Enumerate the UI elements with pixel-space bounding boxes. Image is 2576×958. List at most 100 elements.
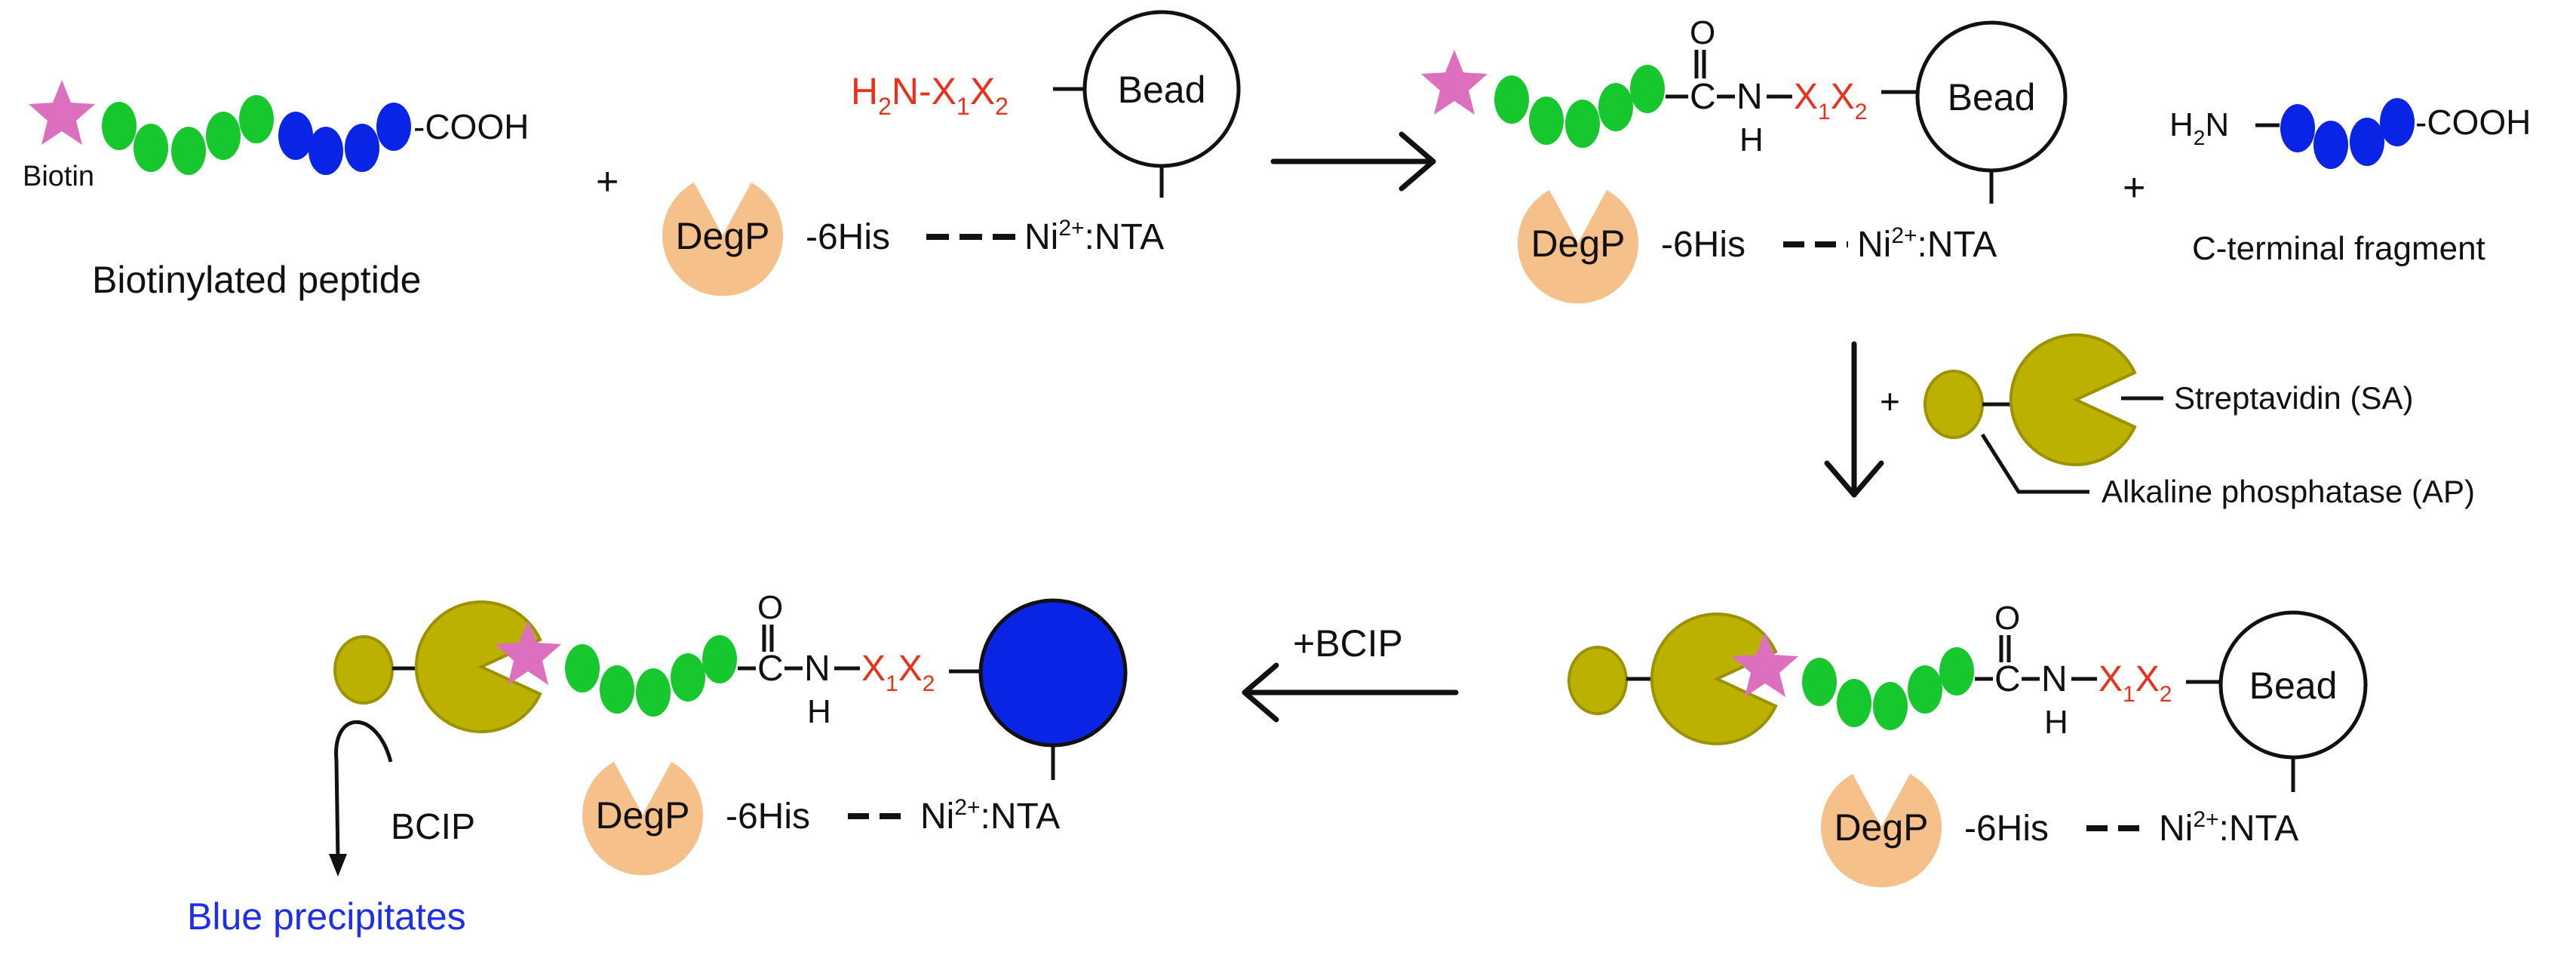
arrow-right-icon [1270,131,1436,192]
green-residue [1630,65,1665,113]
green-residue [565,644,600,692]
amine-linker-label: H2N-X1X2 [851,70,1009,120]
alkaline-phosphatase-icon [1567,646,1628,715]
biotinylated-peptide-label: Biotinylated peptide [92,259,421,301]
carbonyl-oxygen: O [757,589,783,626]
bcip-label: BCIP [391,807,475,847]
bcip-reagent-label: +BCIP [1293,622,1403,665]
arrow-down-icon [1824,341,1884,498]
green-residue [1908,665,1942,714]
streptavidin-label: Streptavidin (SA) [2174,380,2413,416]
green-residue [1837,679,1871,727]
alkaline-phosphatase-icon [1924,370,1984,439]
blue-residue [345,124,379,172]
arrow-left-icon [1242,662,1459,723]
green-residue [1598,83,1633,131]
amide-nitrogen: N [2041,659,2068,699]
amide-hydrogen: H [1739,121,1764,158]
x1x2-residues: X1X2 [2099,659,2172,707]
cooh-label: -COOH [413,107,529,146]
green-residue [671,653,705,702]
green-residue [1802,658,1837,706]
degp-label: DegP [1834,806,1928,849]
green-residue [134,124,168,172]
biotinylated-peptide: Biotin -COOH Biotinylated peptide [23,80,529,301]
green-residue [1939,647,1974,695]
x1x2-residues: X1X2 [861,649,935,696]
carbonyl-carbon: C [1690,77,1716,117]
carbonyl-oxygen: O [1690,14,1715,51]
carbonyl-carbon: C [1994,659,2021,699]
biotin-star-icon [29,80,95,145]
blue-residues [278,103,411,175]
bead-label: Bead [1118,69,1206,111]
curved-arrow-icon [334,720,393,861]
plus-sign: + [596,160,619,204]
bead-label: Bead [1948,76,2036,118]
alkaline-phosphatase-label: Alkaline phosphatase (AP) [2102,474,2475,509]
blue-residue [2313,121,2348,169]
bcip-conversion: BCIP Blue precipitates [187,720,475,938]
fragment-amine-label: H2N [2169,106,2229,149]
green-residue [1565,100,1600,148]
bead-label: Bead [2249,665,2338,707]
blue-residue [2350,118,2384,166]
biotin-star-icon [1421,50,1488,115]
blue-precipitates-label: Blue precipitates [187,895,466,938]
ni-nta-label: Ni2+:NTA [2159,807,2298,849]
green-residue [600,665,634,714]
degp-label: DegP [1531,223,1625,265]
c-terminal-fragment-label: C-terminal fragment [2192,230,2485,267]
blue-bead [978,598,1128,748]
green-residue [702,635,737,683]
blue-residue [309,127,343,175]
green-residue [239,95,274,143]
carbonyl-carbon: C [757,649,784,689]
amide-nitrogen: N [1736,77,1763,117]
bead-degp-complex: H2N-X1X2 Bead DegP -6His Ni2+:NTA [662,10,1241,296]
blue-residue [2280,104,2315,152]
c-terminal-fragment: H2N -COOH C-terminal fragment [2169,98,2531,267]
green-residue [1873,682,1908,730]
ni-nta-label: Ni2+:NTA [1857,223,1997,265]
fragment-cooh-label: -COOH [2415,103,2531,142]
degp-label: DegP [595,794,689,837]
amide-nitrogen: N [804,649,831,689]
cleavage-product-complex: C O N H X1X2 Bead DegP -6His Ni2+:NTA [1421,14,2068,304]
green-residue [171,127,206,175]
his-tag-label: -6His [806,217,890,257]
green-residue [1494,75,1529,124]
amide-hydrogen: H [807,693,831,730]
green-residue [102,102,137,150]
plus-sign: + [2123,166,2145,210]
amide-hydrogen: H [2044,704,2068,741]
green-residue [636,668,671,717]
green-residue [206,112,241,160]
blue-residue [376,103,411,151]
plus-sign: + [1880,382,1900,421]
blue-bead-complex: C O N H X1X2 DegP -6His Ni2+:NTA [333,589,1128,876]
x1x2-residues: X1X2 [1794,77,1867,124]
ni-nta-label: Ni2+:NTA [920,795,1060,837]
his-tag-label: -6His [1661,225,1745,265]
blue-residue [278,112,313,160]
green-residues [1494,65,1665,148]
blue-residues [2280,98,2415,169]
sa-ap-reagent: Streptavidin (SA) Alkaline phosphatase (… [1924,333,2475,509]
blue-residue [2380,98,2415,146]
ni-nta-label: Ni2+:NTA [1024,216,1164,257]
green-residues [102,95,274,175]
ap-leader-line [1980,433,2089,494]
alkaline-phosphatase-icon [333,635,394,705]
carbonyl-oxygen: O [1994,600,2020,637]
streptavidin-icon [2009,333,2136,466]
his-tag-label: -6His [726,797,810,837]
biotin-label: Biotin [23,161,94,192]
green-residue [1529,97,1564,145]
degp-label: DegP [675,215,769,257]
his-tag-label: -6His [1964,809,2049,849]
green-residues [565,635,737,717]
green-residues [1802,647,1974,730]
sa-ap-bound-complex: C O N H X1X2 Bead DegP -6His Ni2+:NTA [1567,600,2368,888]
